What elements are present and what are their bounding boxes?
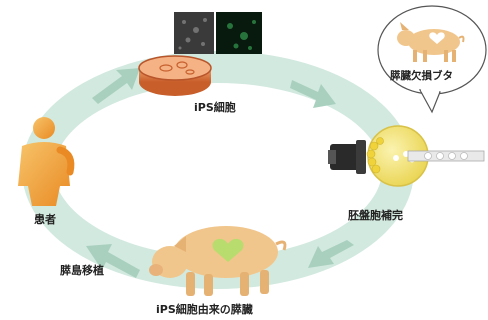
ips-derived-pancreas-label: iPS細胞由来の膵臓 [156,303,253,316]
pig-icon-large [149,226,287,296]
injection-needle [407,150,485,162]
patient-label: 患者 [34,213,56,226]
microscopy-images [174,12,262,54]
arrow-to-embryo [290,80,336,108]
arrow-to-pig [308,240,354,268]
pig-icon-small [397,22,465,62]
missing-pancreas-heart [429,32,445,44]
cycle-arrows [86,68,354,278]
ips-pancreas-heart [212,238,244,262]
blastocyst-complementation-label: 胚盤胞補完 [348,209,403,222]
petri-dish-icon [138,55,212,96]
ips-cells-label: iPS細胞 [194,101,236,114]
islet-transplant-label: 膵島移植 [60,264,104,277]
pig-speech-bubble [377,5,487,114]
blastocyst-injection [328,125,485,187]
arrow-to-patient [86,244,140,278]
arrow-to-dish [92,68,140,104]
fluorescence-image [216,12,262,54]
pancreas-deficient-pig-label: 膵臓欠損ブタ [390,70,453,82]
holding-pipette [330,144,360,170]
patient-figure [18,117,75,206]
